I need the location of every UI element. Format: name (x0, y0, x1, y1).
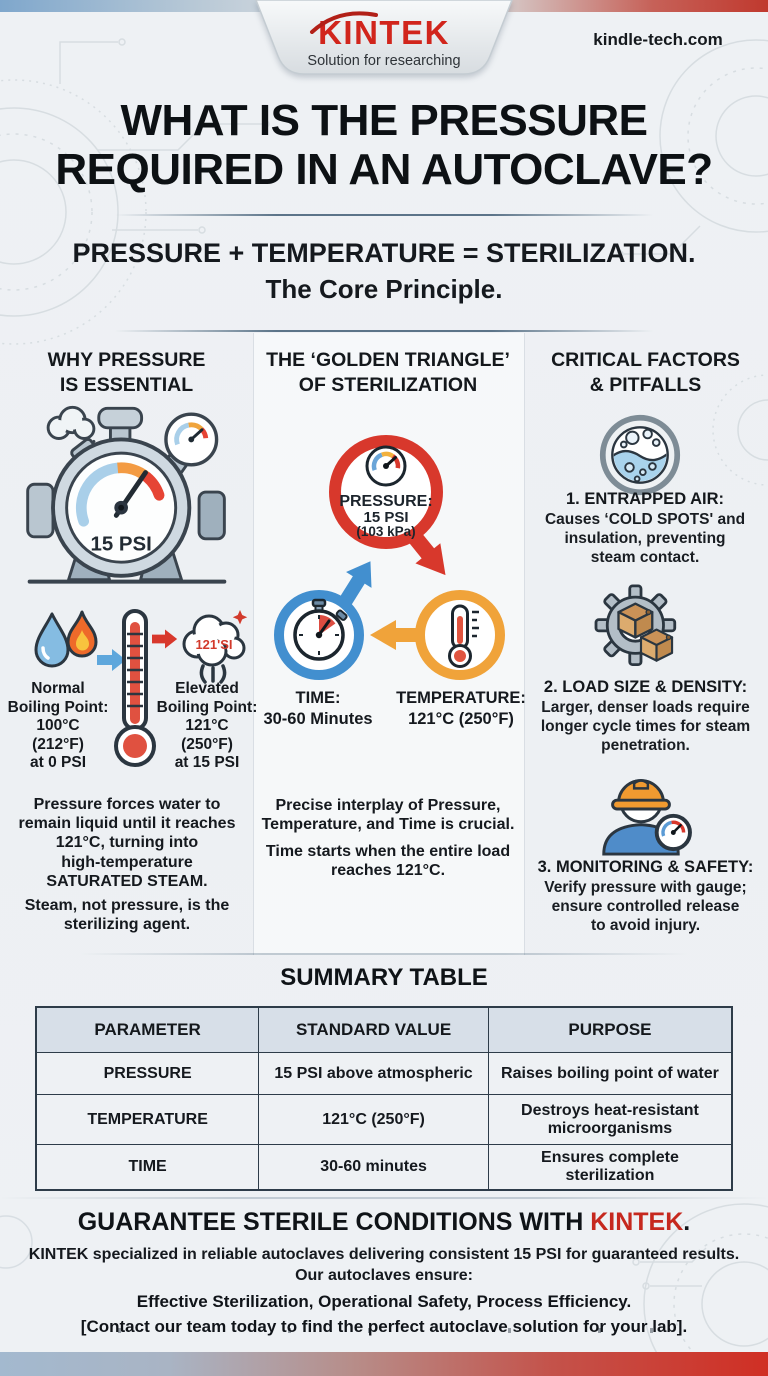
table-row: TEMPERATURE 121°C (250°F) Destroys heat-… (35, 1094, 733, 1145)
column1-heading: WHY PRESSURE IS ESSENTIAL (47, 349, 206, 396)
table-row: PRESSURE 15 PSI above atmospheric Raises… (35, 1052, 733, 1095)
table-cell: Ensures complete sterilization (487, 1144, 733, 1191)
table-header-standard-value: STANDARD VALUE (258, 1006, 489, 1053)
critical-item1-text: Causes ‘COLD SPOTS' and insulation, prev… (544, 511, 746, 567)
table-cell: TIME (35, 1144, 260, 1191)
safety-gauge-icon (654, 813, 692, 852)
critical-item3-title: 3. MONITORING & SAFETY: (537, 858, 754, 876)
mini-gauge-icon (164, 412, 219, 467)
triangle-arrow-orange (370, 620, 422, 650)
column3-heading: CRITICAL FACTORS & PITFALLS (551, 349, 740, 396)
sparkle-icon (232, 610, 248, 625)
column1-paragraph2: Steam, not pressure, is the sterilizing … (24, 897, 230, 934)
footer-headline-period: . (683, 1208, 691, 1236)
footer-line1: KINTEK specialized in reliable autoclave… (28, 1246, 740, 1263)
pressure-node-sub: (103 kPa) (356, 524, 415, 539)
website-url: kindle-tech.com (593, 30, 723, 49)
table-header-row: PARAMETER STANDARD VALUE PURPOSE (35, 1006, 733, 1053)
gauge-reading-label: 15 PSI (90, 532, 151, 555)
critical-item2-title: 2. LOAD SIZE & DENSITY: (543, 678, 748, 696)
logo: KINTEK Solution for researching (254, 0, 514, 76)
critical-item1-title: 1. ENTRAPPED AIR: (566, 490, 724, 508)
logo-swoosh-icon (310, 11, 378, 34)
table-cell: 15 PSI above atmospheric (258, 1052, 489, 1095)
stopwatch-icon (293, 598, 348, 661)
elevated-boiling-label: Elevated Boiling Point: 121°C (250°F) at… (156, 680, 258, 772)
time-node-label: TIME: 30-60 Minutes (263, 689, 373, 728)
footer-line4: [Contact our team today to find the perf… (80, 1317, 688, 1336)
table-header-parameter: PARAMETER (35, 1006, 260, 1053)
table-cell: PRESSURE (35, 1052, 260, 1095)
table-row: TIME 30-60 minutes Ensures complete ster… (35, 1144, 733, 1191)
pressure-node-ring (329, 435, 443, 549)
brand-tagline: Solution for researching (307, 53, 461, 69)
normal-boiling-label: Normal Boiling Point: 100°C (212°F) at 0… (7, 680, 109, 772)
logo-badge (255, 0, 513, 75)
table-cell: TEMPERATURE (35, 1094, 260, 1145)
summary-table: PARAMETER STANDARD VALUE PURPOSE PRESSUR… (35, 1006, 733, 1191)
pressure-node-value: 15 PSI (363, 509, 408, 526)
thermometer-illustration (114, 609, 156, 767)
petri-dish-icon (599, 414, 681, 496)
principle-line2: The Core Principle. (265, 274, 503, 304)
arrow-right-red-icon (152, 629, 178, 649)
worker-gauge-icon (602, 779, 692, 856)
footer-line3: Effective Sterilization, Operational Saf… (136, 1292, 632, 1311)
table-cell: 30-60 minutes (258, 1144, 489, 1191)
table-header-purpose: PURPOSE (487, 1006, 733, 1053)
pressure-node-label: PRESSURE: (339, 493, 432, 510)
steam-icon (46, 405, 98, 461)
steam-cloud-icon: 121'SI (182, 610, 248, 684)
footer-line2: Our autoclaves ensure: (295, 1267, 473, 1284)
gear-load-icon (594, 584, 677, 667)
divider-top (115, 214, 653, 216)
critical-item2-text: Larger, denser loads require longer cycl… (540, 699, 751, 755)
pressure-gauge-mini-icon (365, 445, 407, 487)
divider-principle (115, 330, 653, 332)
principle-line1: PRESSURE + TEMPERATURE = STERILIZATION. (72, 238, 696, 268)
water-flame-icon (34, 610, 98, 668)
column2-paragraph1: Precise interplay of Pressure, Temperatu… (261, 797, 515, 834)
pressure-gauge-illustration: 15 PSI (26, 405, 227, 584)
steam-cloud-label: 121'SI (195, 637, 232, 652)
column2-paragraph2: Time starts when the entire load reaches… (265, 843, 511, 880)
brand-wordmark: KINTEK (318, 14, 450, 51)
critical-item3-text: Verify pressure with gauge; ensure contr… (544, 879, 747, 935)
column1-paragraph1: Pressure forces water to remain liquid u… (18, 796, 236, 890)
divider-footer (0, 1197, 768, 1199)
footer-headline-prefix: GUARANTEE STERILE CONDITIONS WITH (77, 1208, 591, 1236)
bottom-gradient-bar (0, 1352, 768, 1376)
arrow-right-blue-icon (97, 649, 126, 671)
thermometer-mini-icon (448, 604, 479, 668)
column2-heading: THE ‘GOLDEN TRIANGLE’ OF STERILIZATION (266, 349, 510, 396)
hard-hat-icon (611, 779, 671, 811)
golden-triangle-diagram: PRESSURE: 15 PSI (103 kPa) (274, 435, 505, 680)
table-cell: Raises boiling point of water (487, 1052, 733, 1095)
footer-headline-brand: KINTEK (590, 1208, 684, 1236)
page-title: WHAT IS THE PRESSURE REQUIRED IN AN AUTO… (55, 96, 713, 195)
table-cell: Destroys heat-resistant microorganisms (487, 1094, 733, 1145)
temperature-node-label: TEMPERATURE: 121°C (250°F) (396, 689, 526, 728)
footer-headline: GUARANTEE STERILE CONDITIONS WITH KINTEK… (0, 1208, 768, 1237)
divider-columns-bottom (80, 953, 688, 955)
table-cell: 121°C (250°F) (258, 1094, 489, 1145)
boxes-icon (617, 602, 674, 662)
summary-table-title: SUMMARY TABLE (280, 964, 488, 991)
triangle-arrow-blue (339, 561, 372, 606)
